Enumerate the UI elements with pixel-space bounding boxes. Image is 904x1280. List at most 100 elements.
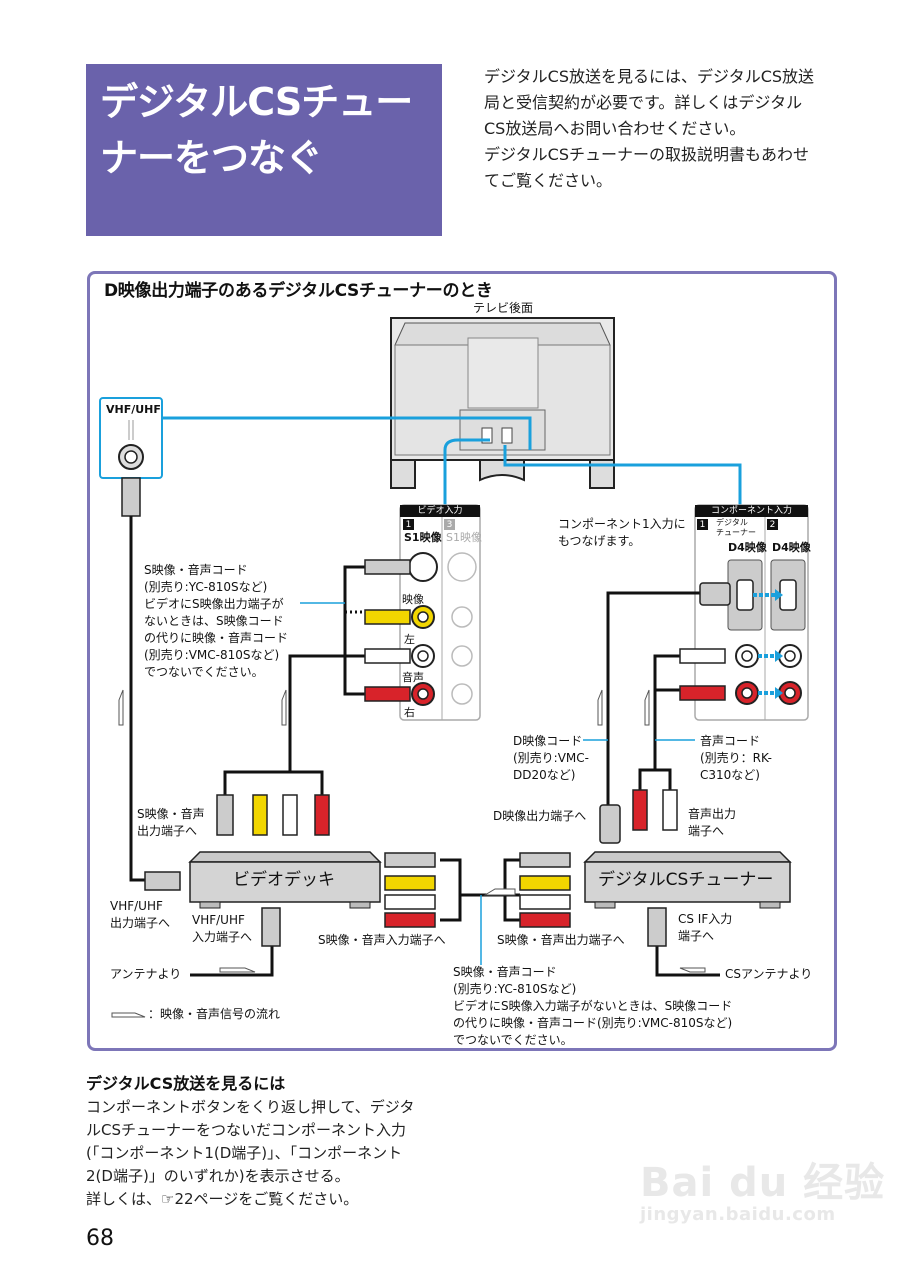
tuner-device — [583, 851, 792, 947]
page-title: デジタルCSチュー ナーをつなぐ — [100, 74, 440, 186]
component-col-2: 2 — [767, 519, 778, 530]
cord-name: D映像コード — [513, 734, 583, 748]
component-col-1-sub: デジタル チューナー — [716, 518, 756, 538]
intro-line: 局と受信契約が必要です。詳しくはデジタル — [484, 93, 803, 112]
audio-out-label-line: 端子へ — [688, 824, 725, 838]
cord-model: DD20など) — [513, 768, 576, 782]
video-input-header: ビデオ入力 — [400, 505, 480, 517]
component-note-line: もつなげます。 — [558, 534, 641, 548]
tuner-label: デジタルCSチューナー — [598, 870, 774, 890]
vhf-in-line: VHF/UHF — [192, 913, 245, 927]
d4-video-label-1: D4映像 — [728, 541, 767, 554]
video-input-col-1: 1 — [403, 519, 414, 530]
section-body: コンポーネントボタンをくり返し押して、デジタ ルCSチューナーをつないだコンポー… — [86, 1096, 446, 1211]
cord-model: C310など) — [700, 768, 760, 782]
s1-video-label-3: S1映像 — [446, 531, 482, 544]
section-heading: デジタルCS放送を見るには — [86, 1074, 286, 1093]
section-line: 詳しくは、☞22ページをご覧ください。 — [86, 1190, 359, 1208]
flow-arrows — [111, 689, 706, 1018]
cord-name: S映像・音声コード — [144, 563, 248, 577]
plugs-tuner-output — [599, 789, 678, 844]
cord-note-line: ないときは、S映像コード — [144, 614, 284, 628]
page-title-line-1: デジタルCSチュー — [100, 80, 413, 124]
cord-model: (別売り:YC-810Sなど) — [453, 982, 577, 996]
section-line: 2(D端子)」のいずれか)を表示させる。 — [86, 1167, 350, 1185]
cs-if-line: 端子へ — [678, 929, 715, 943]
video-label: 映像 — [402, 593, 424, 606]
page-number: 68 — [86, 1226, 114, 1251]
cord-note-line: でつないでください。 — [453, 1033, 573, 1047]
s-av-in-label: S映像・音声入力端子へ — [318, 933, 446, 947]
cs-if-label: CS IF入力 端子へ — [678, 911, 732, 945]
s-av-out-vcr-line: S映像・音声 — [137, 807, 205, 821]
tv-rear-label: テレビ後面 — [473, 301, 534, 315]
section-line: (「コンポーネント1(D端子)」、「コンポーネント — [86, 1144, 403, 1162]
audio-out-label-line: 音声出力 — [688, 807, 737, 821]
cord-model: (別売り:YC-810Sなど) — [144, 580, 268, 594]
s-av-out-vcr-line: 出力端子へ — [137, 824, 198, 838]
intro-line: デジタルCS放送を見るには、デジタルCS放送 — [484, 67, 815, 86]
antenna-from-label: アンテナより — [110, 967, 182, 981]
component-input-header: コンポーネント入力 — [695, 505, 808, 517]
plugs-component-input — [679, 582, 731, 701]
cord-note-line: の代りに映像・音声コード(別売り:VMC-810Sなど) — [453, 1016, 733, 1030]
diagram-title: D映像出力端子のあるデジタルCSチューナーのとき — [104, 281, 493, 301]
d-out-label: D映像出力端子へ — [493, 809, 587, 823]
cord-note-line: (別売り:VMC-810Sなど) — [144, 648, 280, 662]
vhf-uhf-label: VHF/UHF — [106, 403, 161, 416]
watermark-brand: Bai du 经验 — [640, 1160, 886, 1206]
vcr-device — [144, 851, 382, 947]
tv-rear-illustration — [390, 317, 615, 489]
component-col-1: 1 — [697, 519, 708, 530]
cord-note-line: の代りに映像・音声コード — [144, 631, 289, 645]
vhf-in-line: 入力端子へ — [192, 930, 253, 944]
plugs-video-input — [364, 559, 411, 702]
baidu-watermark: Bai du 经验 jingyan.baidu.com — [640, 1150, 885, 1225]
vhf-out-line: VHF/UHF — [110, 899, 163, 913]
cord-model: (別売り：RK- — [700, 751, 772, 765]
plugs-vcr-output — [216, 794, 330, 836]
vhf-out-label: VHF/UHF 出力端子へ — [110, 898, 170, 932]
s-av-out-vcr-label: S映像・音声 出力端子へ — [137, 806, 205, 840]
cord-note-line: でつないでください。 — [144, 665, 264, 679]
cs-antenna-from-label: CSアンテナより — [725, 967, 813, 981]
signal-flow-legend: ：映像・音声信号の流れ — [148, 1007, 281, 1021]
watermark-url: jingyan.baidu.com — [640, 1204, 836, 1225]
component-note: コンポーネント1入力に もつなげます。 — [558, 516, 686, 550]
plugs-middle — [384, 852, 571, 928]
d4-video-label-2: D4映像 — [772, 541, 811, 554]
section-line: ルCSチューナーをつないだコンポーネント入力 — [86, 1121, 406, 1139]
cs-if-line: CS IF入力 — [678, 912, 733, 926]
intro-line: デジタルCSチューナーの取扱説明書もあわせ — [484, 145, 810, 164]
diagram-frame — [87, 271, 837, 1051]
intro-line: CS放送局へお問い合わせください。 — [484, 119, 746, 138]
audio-out-label: 音声出力 端子へ — [688, 806, 736, 840]
audio-cord-label: 音声コード (別売り：RK- C310など) — [700, 733, 772, 784]
vhf-uhf-terminal — [99, 397, 163, 517]
cord-name: S映像・音声コード — [453, 965, 557, 979]
s-av-out-tuner-label: S映像・音声出力端子へ — [497, 933, 625, 947]
video-input-col-3: 3 — [444, 519, 455, 530]
intro-text: デジタルCS放送を見るには、デジタルCS放送 局と受信契約が必要です。詳しくはデ… — [484, 64, 854, 194]
cord-name: 音声コード — [700, 734, 761, 748]
watch-cs-section: デジタルCS放送を見るには コンポーネントボタンをくり返し押して、デジタ ルCS… — [86, 1072, 446, 1211]
component-input-panel — [694, 504, 809, 721]
component-note-line: コンポーネント1入力に — [558, 517, 686, 531]
signal-lines — [162, 416, 742, 505]
s-video-cord-left-label: S映像・音声コード (別売り:YC-810Sなど) ビデオにS映像出力端子が な… — [144, 562, 288, 681]
right-label: 右 — [404, 706, 415, 719]
intro-line: てご覧ください。 — [484, 171, 613, 190]
title-box: デジタルCSチュー ナーをつなぐ — [86, 64, 442, 236]
cord-note-line: ビデオにS映像入力端子がないときは、S映像コード — [453, 999, 733, 1013]
s1-video-label: S1映像 — [404, 531, 442, 544]
s-video-cord-bottom-label: S映像・音声コード (別売り:YC-810Sなど) ビデオにS映像入力端子がない… — [453, 964, 732, 1049]
page-title-line-2: ナーをつなぐ — [100, 136, 323, 180]
vhf-in-label: VHF/UHF 入力端子へ — [192, 912, 252, 946]
audio-label: 音声 — [402, 671, 424, 684]
component-col-1-sub-line: デジタル — [716, 518, 748, 527]
left-label: 左 — [404, 633, 415, 646]
vcr-label: ビデオデッキ — [233, 870, 335, 890]
cord-model: (別売り:VMC- — [513, 751, 589, 765]
d-video-cord-label: D映像コード (別売り:VMC- DD20など) — [513, 733, 589, 784]
